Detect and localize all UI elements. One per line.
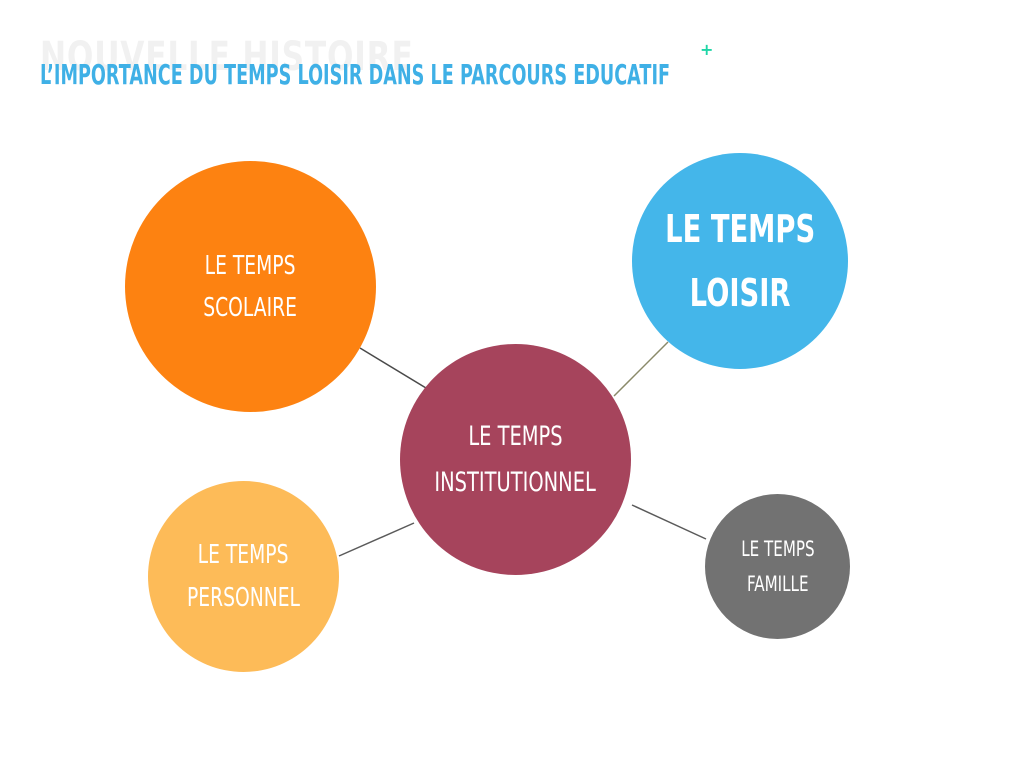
node-temps-scolaire: LE TEMPS SCOLAIRE [125, 161, 376, 412]
ghost-title: NOUVELLE HISTOIRE [40, 34, 414, 80]
node-label-line2: SCOLAIRE [203, 292, 298, 323]
connector-famille [631, 504, 707, 540]
node-label-line2: LOISIR [689, 271, 791, 315]
node-temps-personnel: LE TEMPS PERSONNEL [148, 481, 339, 672]
connector-personnel [338, 522, 415, 557]
node-label-line1: LE TEMPS [664, 207, 815, 251]
node-label-line2: INSTITUTIONNEL [434, 466, 597, 498]
connector-scolaire [359, 347, 427, 389]
slide-title: L’IMPORTANCE DU TEMPS LOISIR DANS LE PAR… [40, 58, 671, 91]
node-temps-famille: LE TEMPS FAMILLE [705, 494, 850, 639]
node-label-line2: FAMILLE [746, 571, 809, 596]
node-label-line1: LE TEMPS [205, 250, 296, 281]
plus-icon: + [700, 40, 714, 59]
node-temps-loisir: LE TEMPS LOISIR [632, 153, 848, 369]
node-label-line1: LE TEMPS [198, 539, 289, 570]
node-temps-institutionnel: LE TEMPS INSTITUTIONNEL [400, 344, 631, 575]
node-label-line2: PERSONNEL [186, 582, 300, 613]
connector-loisir [613, 341, 669, 397]
node-label-line1: LE TEMPS [740, 536, 815, 561]
node-label-line1: LE TEMPS [468, 420, 563, 452]
